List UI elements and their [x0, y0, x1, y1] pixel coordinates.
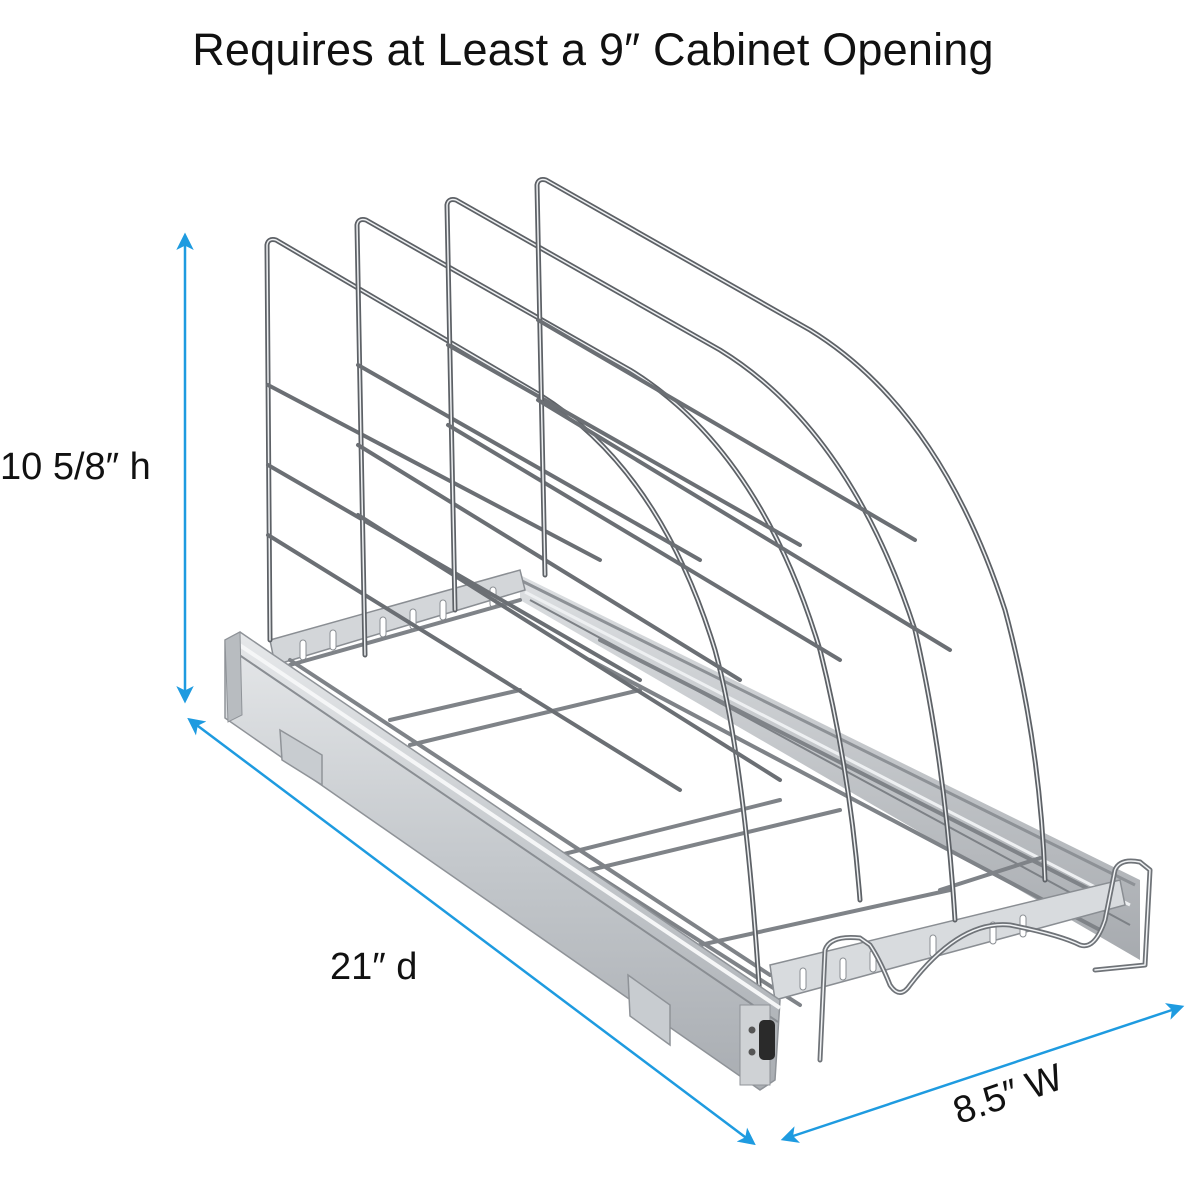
height-dimension-label: 10 5/8″ h: [0, 446, 151, 488]
depth-arrow-icon: [187, 717, 756, 1146]
divider-3: [444, 197, 958, 923]
stopper-bumper: [759, 1020, 775, 1060]
divider-4: [534, 177, 1048, 883]
divider-wires: [264, 177, 1048, 1003]
dimension-arrows: [176, 232, 1185, 1146]
depth-dimension-label: 21″ d: [330, 946, 418, 988]
width-arrow-icon: [780, 1003, 1185, 1143]
page-title: Requires at Least a 9″ Cabinet Opening: [192, 24, 994, 75]
